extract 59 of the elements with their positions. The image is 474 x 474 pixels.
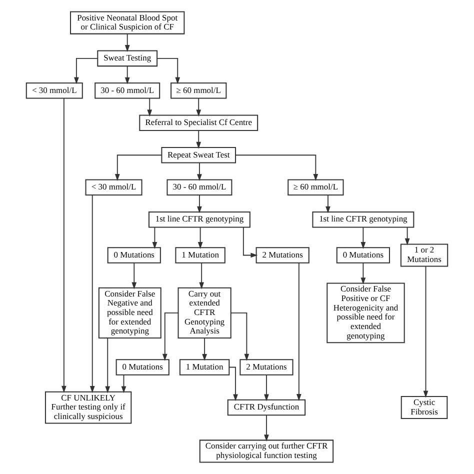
node-box: Consider False Negative and possible need for extended genotyping [98,287,162,338]
arrow [326,194,330,214]
node-box: < 30 mmol/L [26,82,83,99]
arrow [152,227,158,249]
arrow [404,227,410,246]
node-box: Repeat Sweat Test [161,147,236,164]
node-box: ≥ 60 mmol/L [170,82,227,99]
arrow [360,227,366,250]
node-box: 0 Mutations [116,359,170,376]
arrow [264,415,269,442]
arrow [105,338,110,394]
arrow [198,227,203,249]
arrow [156,58,180,84]
node-box: ≥ 60 mmol/L [288,179,344,196]
node-box: 1 Mutation [175,247,226,264]
arrow [264,374,269,402]
arrow [296,262,302,401]
node-box: 30 - 60 mmol/L [94,82,160,99]
arrow [114,154,162,181]
arrow [90,194,95,394]
arrow [228,366,238,402]
node-box: Consider False Positive or CF Heterogenicity and possible need for extended genotyping [326,282,405,344]
arrow [124,66,130,84]
arrow [242,227,258,258]
node-box: 1st line CFTR genotyping [148,211,250,228]
arrow [196,98,202,117]
arrow [121,374,126,394]
arrow [423,266,428,398]
node-box: 1st line CFTR genotyping [312,211,414,228]
node-box: CF UNLIKELY Further testing only if clinically suspicious [44,391,132,424]
node-box: Consider carrying out further CFTR physiological function testing [199,440,334,463]
node-box: 0 Mutations [336,247,390,264]
node-box: 1 or 2 Mutations [400,244,448,267]
node-box: Positive Neonatal Blood Spot or Clinical Suspicion of CF [70,11,185,34]
node-box: 0 Mutations [107,247,161,264]
node-box: 2 Mutations [240,359,294,376]
arrow [235,154,318,181]
node-box: Cystic Fibrosis [400,396,448,420]
arrow [74,58,98,84]
arrow [162,312,179,361]
arrow [196,130,202,149]
arrow [230,312,250,361]
arrow [124,34,130,52]
node-box: 2 Mutations [256,247,310,264]
arrow [62,98,66,393]
node-box: Sweat Testing [97,50,158,67]
arrow [147,98,152,117]
node-box: 30 - 60 mmol/L [166,179,232,196]
node-box: Referral to Specialist Cf Centre [139,114,258,132]
node-box: Carry out extended CFTR Genotyping Analysis [178,287,232,338]
node-box: CFTR Dysfunction [227,399,306,416]
node-box: 1 Mutation [179,359,230,376]
arrow [202,338,207,361]
arrow [199,262,204,290]
arrow [360,262,366,285]
node-box: < 30 mmol/L [85,179,142,196]
arrow [197,162,202,182]
arrow [132,262,137,290]
arrow [197,194,202,214]
